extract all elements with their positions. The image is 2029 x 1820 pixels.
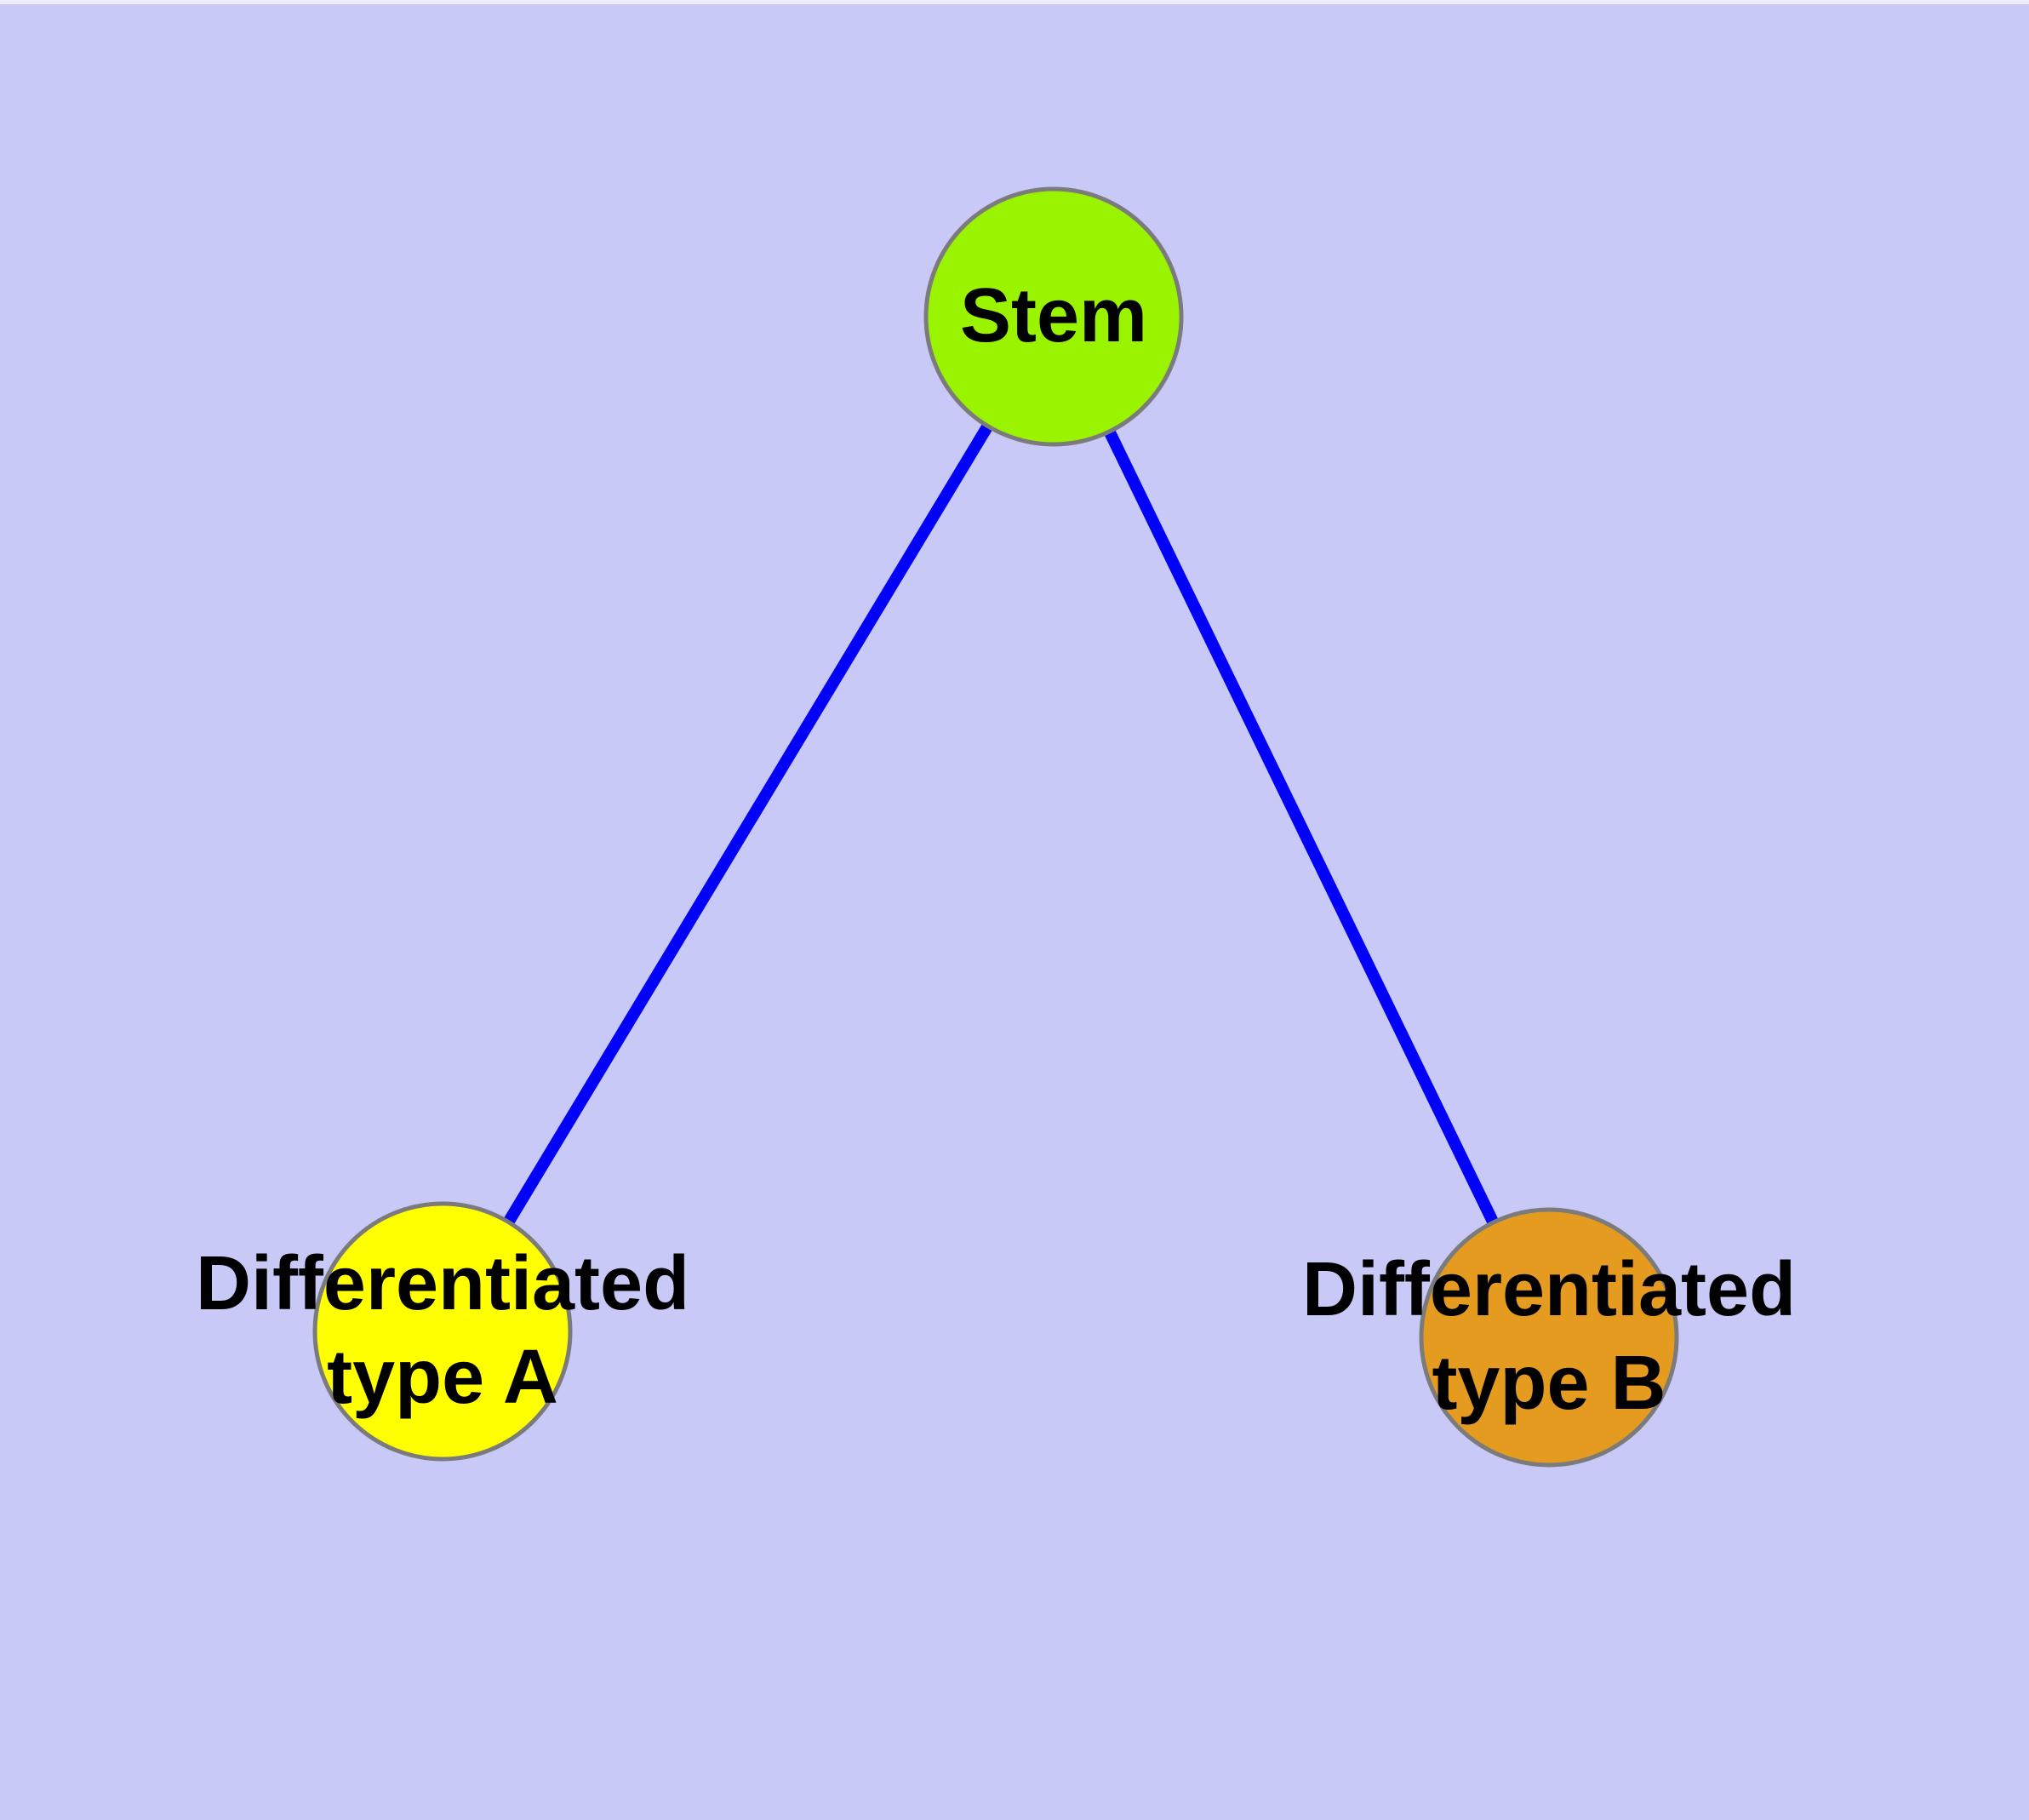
node-stem <box>923 186 1184 447</box>
node-differentiated-type-b <box>1419 1207 1679 1468</box>
edge-stem-to-type-a <box>437 313 1059 1335</box>
edge-stem-to-type-b <box>1048 313 1555 1341</box>
window-top-edge <box>0 0 2029 4</box>
node-differentiated-type-a <box>312 1201 573 1462</box>
